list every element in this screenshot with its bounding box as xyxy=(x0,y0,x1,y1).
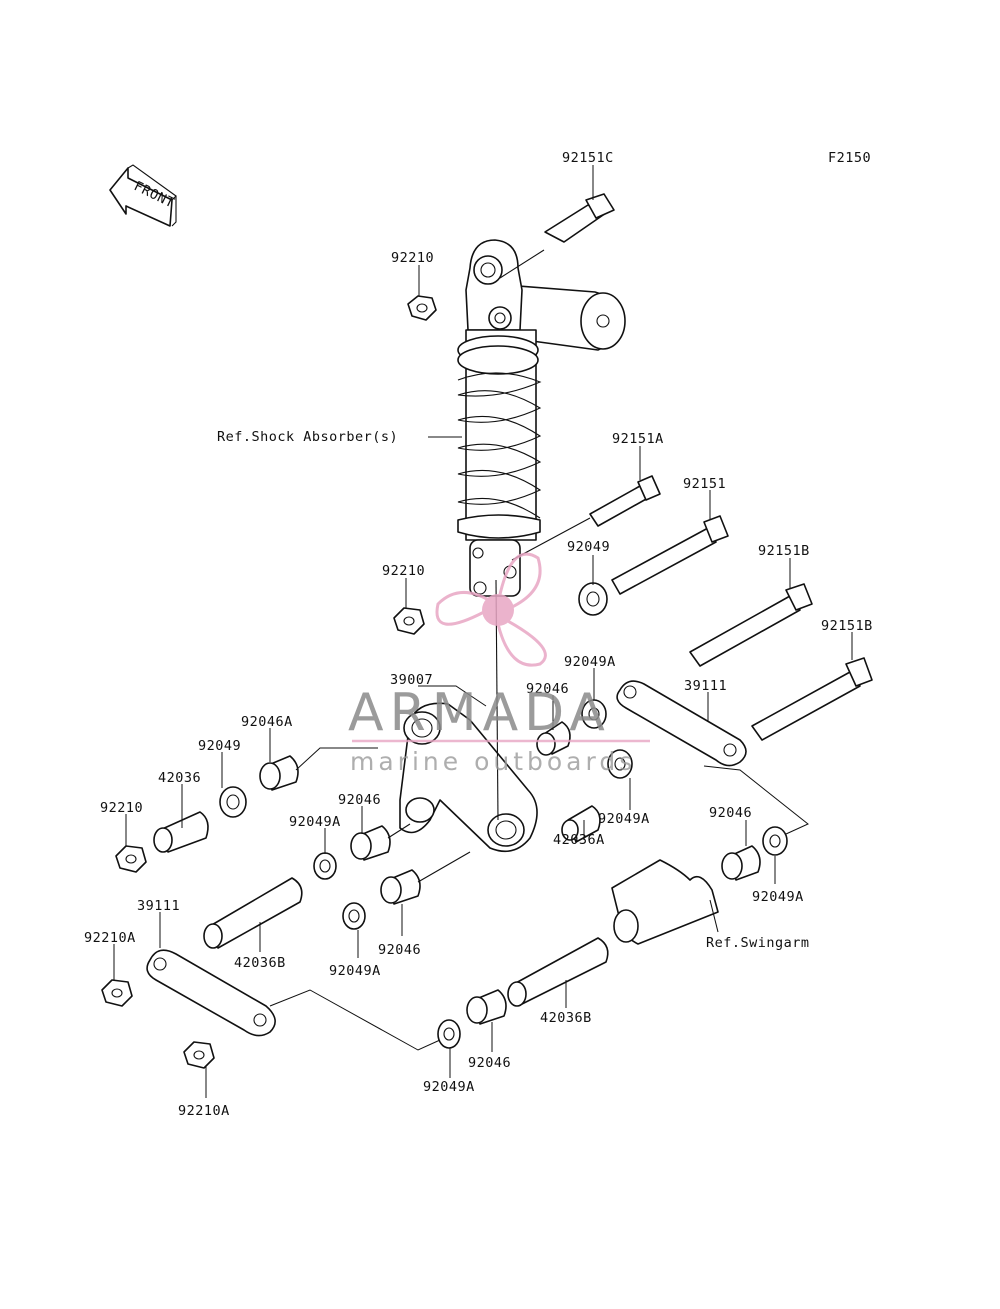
label-92046-top: 92046 xyxy=(526,681,569,697)
swingarm-ref xyxy=(611,859,719,945)
label-92046-low: 92046 xyxy=(378,942,421,958)
link-39111-left xyxy=(146,949,441,1051)
label-42036B-right: 42036B xyxy=(540,1010,592,1026)
watermark: ARMADA marine outboards xyxy=(348,552,650,776)
label-92049A-top: 92049A xyxy=(564,654,616,670)
label-92210-mid: 92210 xyxy=(382,563,425,579)
washer-92049-left xyxy=(219,786,247,818)
label-92151A: 92151A xyxy=(612,431,664,447)
nut-92210-top xyxy=(407,295,437,321)
bolt-92151C xyxy=(499,193,615,279)
label-42036B-left: 42036B xyxy=(234,955,286,971)
bearing-92046-mid xyxy=(350,823,411,861)
label-42036A: 42036A xyxy=(553,832,605,848)
washer-92049-right xyxy=(578,582,608,616)
bearing-92046-bottom xyxy=(466,989,507,1025)
washer-92049A-far-right xyxy=(762,826,788,856)
bearing-92046A xyxy=(259,747,378,791)
label-92046A: 92046A xyxy=(241,714,293,730)
washer-92049A-left xyxy=(313,852,337,880)
label-92046-bottom: 92046 xyxy=(468,1055,511,1071)
front-arrow-icon: FRONT xyxy=(109,164,177,227)
label-92210A-top: 92210A xyxy=(84,930,136,946)
link-39111-right xyxy=(616,680,747,767)
bolt-92151A xyxy=(511,475,661,561)
bolt-92151 xyxy=(611,515,729,595)
label-92046-far-right: 92046 xyxy=(709,805,752,821)
label-92049A-bottom: 92049A xyxy=(423,1079,475,1095)
label-42036: 42036 xyxy=(158,770,201,786)
bearing-92046-far-right xyxy=(721,845,761,881)
label-39007: 39007 xyxy=(390,672,433,688)
figure-code: F2150 xyxy=(828,150,871,166)
label-92210A-bottom: 92210A xyxy=(178,1103,230,1119)
watermark-brand: ARMADA xyxy=(348,683,611,743)
label-92049A-far-right: 92049A xyxy=(752,889,804,905)
bolt-92151B-1 xyxy=(689,583,813,667)
label-ref-shock-absorber: Ref.Shock Absorber(s) xyxy=(217,429,398,445)
propeller-logo-icon xyxy=(435,552,547,667)
bearing-92046-low xyxy=(380,851,471,905)
label-92151C: 92151C xyxy=(562,150,614,166)
label-92046-mid: 92046 xyxy=(338,792,381,808)
nut-92210A-top xyxy=(101,979,133,1007)
collar-42036 xyxy=(153,811,209,853)
label-ref-swingarm: Ref.Swingarm xyxy=(706,935,810,951)
nut-92210-mid xyxy=(393,607,425,635)
label-39111-left: 39111 xyxy=(137,898,180,914)
washer-92049A-bottom xyxy=(437,1019,461,1049)
label-92151B-1: 92151B xyxy=(758,543,810,559)
collar-42036B-right xyxy=(507,937,609,1007)
label-92049-left: 92049 xyxy=(198,738,241,754)
leader-lines xyxy=(113,165,853,1098)
washer-92049A-low xyxy=(342,902,366,930)
label-92049A-left: 92049A xyxy=(289,814,341,830)
bearing-92046-top xyxy=(536,721,571,756)
bolt-92151B-2 xyxy=(751,657,873,741)
washer-92049A-right xyxy=(607,749,633,779)
label-92210-top: 92210 xyxy=(391,250,434,266)
label-92210-left: 92210 xyxy=(100,800,143,816)
label-92049A-right: 92049A xyxy=(598,811,650,827)
label-92049-right: 92049 xyxy=(567,539,610,555)
label-92049A-low: 92049A xyxy=(329,963,381,979)
nut-92210A-bottom xyxy=(183,1041,215,1069)
label-92151B-2: 92151B xyxy=(821,618,873,634)
label-92151: 92151 xyxy=(683,476,726,492)
label-39111-right: 39111 xyxy=(684,678,727,694)
collar-42036B-left xyxy=(203,877,303,949)
watermark-tagline: marine outboards xyxy=(350,747,636,776)
part-labels: 92151C 92210 Ref.Shock Absorber(s) 92151… xyxy=(84,150,873,1119)
shock-absorber xyxy=(457,239,626,597)
nut-92210-left xyxy=(115,845,147,873)
